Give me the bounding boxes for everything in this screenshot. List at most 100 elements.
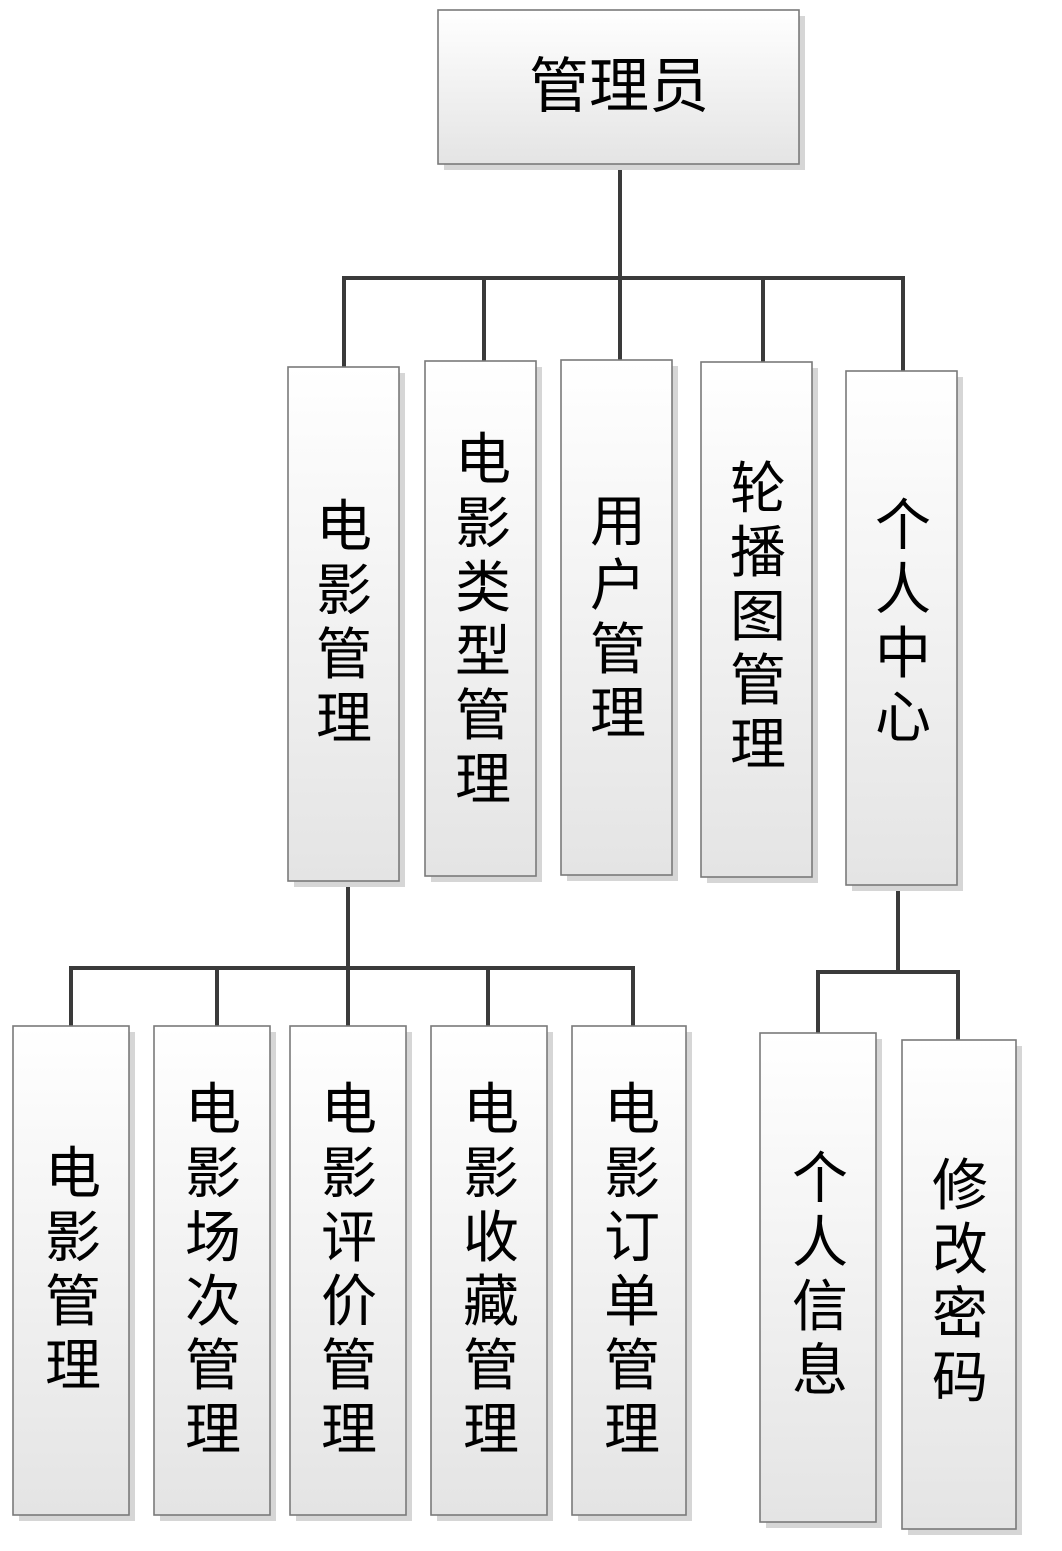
label-character: 码 — [932, 1346, 988, 1411]
node-box — [560, 359, 673, 876]
label-character: 电 — [316, 495, 372, 560]
label-character: 信 — [792, 1275, 848, 1340]
node-box — [430, 1025, 548, 1516]
label-character: 管 — [45, 1270, 101, 1335]
node-label: 管理员 — [529, 52, 709, 122]
label-character: 中 — [875, 622, 931, 687]
node-label: 电影订单管理 — [604, 1078, 660, 1463]
label-character: 电 — [604, 1078, 660, 1143]
label-character: 型 — [455, 620, 511, 685]
label-character: 个 — [792, 1147, 848, 1212]
label-character: 影 — [604, 1142, 660, 1207]
label-character: 类 — [455, 556, 511, 621]
node-label: 轮播图管理 — [730, 457, 786, 778]
node-box — [153, 1025, 271, 1516]
label-character: 影 — [316, 559, 372, 624]
label-character: 理 — [185, 1398, 241, 1463]
label-character: 改 — [932, 1218, 988, 1283]
label-character: 息 — [792, 1339, 848, 1404]
label-character: 收 — [463, 1206, 519, 1271]
label-character: 场 — [185, 1206, 241, 1271]
node-personal-info: 个人信息 — [759, 1032, 882, 1528]
node-box — [759, 1032, 877, 1523]
node-box — [901, 1039, 1017, 1530]
label-character: 订 — [604, 1206, 660, 1271]
label-character: 价 — [321, 1270, 377, 1335]
node-label: 电影类型管理 — [455, 428, 511, 813]
node-box — [571, 1025, 687, 1516]
label-character: 理 — [45, 1334, 101, 1399]
label-character: 图 — [730, 585, 786, 650]
node-user-management: 用户管理 — [560, 359, 678, 881]
node-box — [287, 366, 400, 882]
label-character: 单 — [604, 1270, 660, 1335]
node-movie-favorite-management: 电影收藏管理 — [430, 1025, 553, 1521]
label-character: 管 — [321, 1334, 377, 1399]
label-character: 影 — [455, 492, 511, 557]
node-label: 用户管理 — [590, 490, 646, 747]
label-character: 用 — [590, 490, 646, 555]
label-character: 影 — [45, 1206, 101, 1271]
label-character: 理 — [316, 687, 372, 752]
node-label: 修改密码 — [932, 1154, 988, 1411]
label-character: 播 — [730, 521, 786, 586]
node-box — [289, 1025, 407, 1516]
node-label: 电影管理 — [316, 495, 372, 752]
node-label: 电影收藏管理 — [463, 1078, 519, 1463]
label-character: 轮 — [730, 457, 786, 522]
node-label: 电影评价管理 — [321, 1078, 377, 1463]
node-label: 个人中心 — [875, 494, 931, 751]
label-character: 影 — [321, 1142, 377, 1207]
label-character: 理 — [463, 1398, 519, 1463]
node-box — [424, 360, 537, 877]
node-change-password: 修改密码 — [901, 1039, 1022, 1535]
label-character: 次 — [185, 1270, 241, 1335]
node-label: 个人信息 — [792, 1147, 848, 1404]
node-movie-order-management: 电影订单管理 — [571, 1025, 692, 1521]
node-movie-review-management: 电影评价管理 — [289, 1025, 412, 1521]
label-character: 管 — [316, 623, 372, 688]
label-character: 评 — [321, 1206, 377, 1271]
node-box — [12, 1025, 130, 1516]
node-movie-session-management: 电影场次管理 — [153, 1025, 276, 1521]
node-carousel-management: 轮播图管理 — [700, 361, 818, 883]
label-character: 管 — [185, 1334, 241, 1399]
label-character: 密 — [932, 1282, 988, 1347]
label-character: 理 — [455, 748, 511, 813]
label-character: 电 — [463, 1078, 519, 1143]
node-box — [700, 361, 813, 878]
node-movie-management-sub: 电影管理 — [12, 1025, 135, 1521]
label-character: 管 — [455, 684, 511, 749]
label-character: 管 — [590, 618, 646, 683]
label-character: 影 — [463, 1142, 519, 1207]
label-character: 电 — [185, 1078, 241, 1143]
label-character: 心 — [875, 686, 931, 751]
label-character: 藏 — [463, 1270, 519, 1335]
label-character: 修 — [932, 1154, 988, 1219]
label-character: 管 — [463, 1334, 519, 1399]
label-character: 电 — [455, 428, 511, 493]
label-character: 管 — [730, 649, 786, 714]
label-character: 理 — [590, 682, 646, 747]
label-character: 理 — [321, 1398, 377, 1463]
label-character: 人 — [792, 1211, 848, 1276]
node-box — [845, 370, 958, 886]
label-character: 电 — [321, 1078, 377, 1143]
label-character: 理 — [730, 713, 786, 778]
node-box — [437, 9, 800, 165]
node-label: 电影管理 — [45, 1142, 101, 1399]
label-character: 理 — [604, 1398, 660, 1463]
label-character: 电 — [45, 1142, 101, 1207]
label-character: 个 — [875, 494, 931, 559]
label-character: 影 — [185, 1142, 241, 1207]
label-character: 人 — [875, 558, 931, 623]
label-character: 户 — [590, 554, 646, 619]
node-movie-management: 电影管理 — [287, 366, 405, 887]
node-admin: 管理员 — [437, 9, 805, 170]
node-personal-center: 个人中心 — [845, 370, 963, 891]
node-movie-type-management: 电影类型管理 — [424, 360, 542, 882]
label-character: 管 — [604, 1334, 660, 1399]
connector-lines — [69, 163, 960, 1042]
node-label: 电影场次管理 — [185, 1078, 241, 1463]
